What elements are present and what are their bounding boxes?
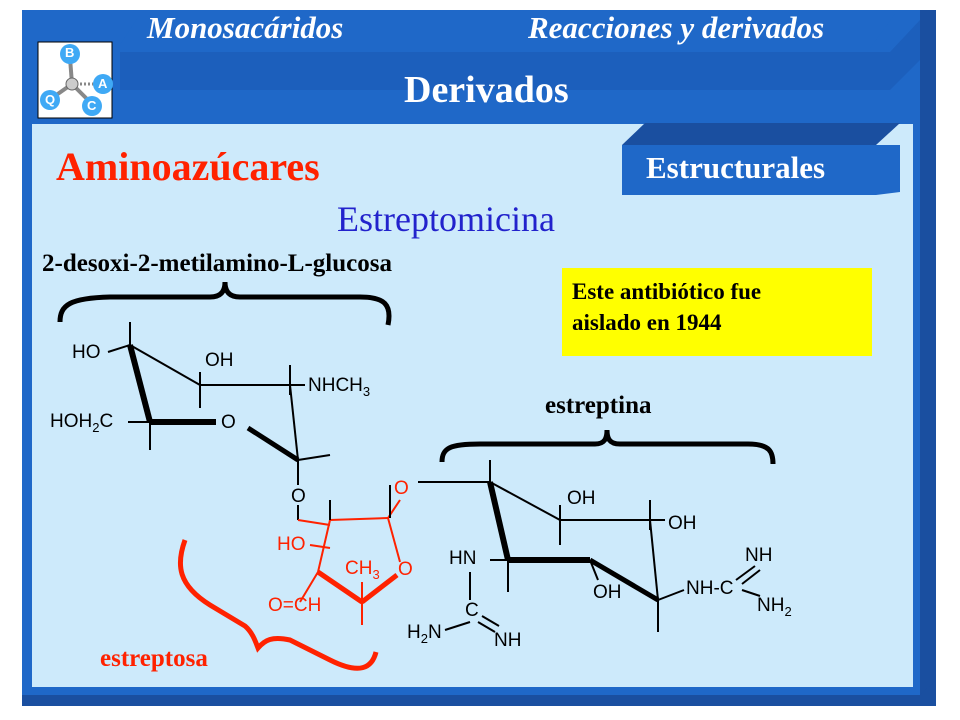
atom-hn-streptidine: HN (449, 548, 477, 569)
top-tab (118, 14, 895, 48)
compound-name: Estreptomicina (337, 199, 555, 239)
tab-reacciones-derivados[interactable]: Reacciones y derivados (528, 10, 825, 45)
brace-estreptina (439, 429, 776, 465)
atom-oh-right-streptidine: OH (668, 513, 697, 534)
atom-ho-glucosamine: HO (72, 342, 101, 363)
estreptosa-label: estreptosa (100, 645, 208, 672)
content-panel (32, 124, 913, 687)
atom-oh-glucosamine: OH (205, 350, 234, 371)
note-line-1: Este antibiótico fue (572, 279, 762, 304)
note-line-2: aislado en 1944 (572, 310, 722, 335)
tab-monosacaridos[interactable]: Monosacáridos (147, 10, 344, 45)
atom-nh-left-streptidine: NH (494, 630, 522, 651)
atom-ch3-streptose: CH3 (345, 558, 380, 582)
logo-letter-b: B (65, 45, 75, 60)
badge-estructurales: Estructurales (646, 150, 826, 185)
logo-molecule (40, 44, 113, 116)
logo-letter-q: Q (45, 92, 56, 107)
badge-shape (622, 145, 900, 195)
atom-link-o: O (291, 486, 306, 507)
logo-letter-a: A (98, 76, 108, 91)
estreptina-label: estreptina (545, 392, 652, 419)
atom-nhch3: NHCH3 (308, 375, 371, 399)
atom-ho-streptose: HO (277, 534, 306, 555)
atom-oh-top-streptidine: OH (567, 488, 596, 509)
header-shadow (120, 20, 920, 90)
atom-oh-bottom-streptidine: OH (593, 582, 622, 603)
sugar-label: 2-desoxi-2-metilamino-L-glucosa (42, 250, 392, 277)
atom-nh-c-streptidine: NH-C (686, 578, 734, 599)
streptose-link (329, 481, 490, 520)
logo: B Q A C (38, 42, 112, 118)
brace-glucosamine (57, 281, 392, 326)
frame-bottom-bevel (22, 680, 936, 706)
page-title: Derivados (404, 69, 569, 111)
atom-nh-top-streptidine: NH (745, 545, 773, 566)
atom-cho-streptose: O=CH (268, 595, 322, 616)
glucosamine-ring (107, 322, 331, 520)
streptidine-ring (444, 460, 761, 633)
frame-right-bevel (920, 10, 936, 705)
note-box: Este antibiótico fue aislado en 1944 (562, 268, 872, 356)
brace-estreptosa (177, 539, 379, 671)
atom-ring-o-top-streptose: O (394, 478, 409, 499)
badge-bevel (622, 123, 900, 145)
section-title: Aminoazúcares (56, 144, 320, 189)
atom-nh2-streptidine: NH2 (757, 595, 792, 619)
atom-h2n-streptidine: H2N (407, 622, 442, 646)
streptose-ring (297, 499, 401, 625)
atom-hoh2c: HOH2C (50, 411, 114, 435)
atom-ring-o-glucosamine: O (221, 412, 236, 433)
atom-c-left-streptidine: C (465, 600, 479, 621)
logo-letter-c: C (87, 98, 97, 113)
atom-ring-o-streptose: O (398, 559, 413, 580)
